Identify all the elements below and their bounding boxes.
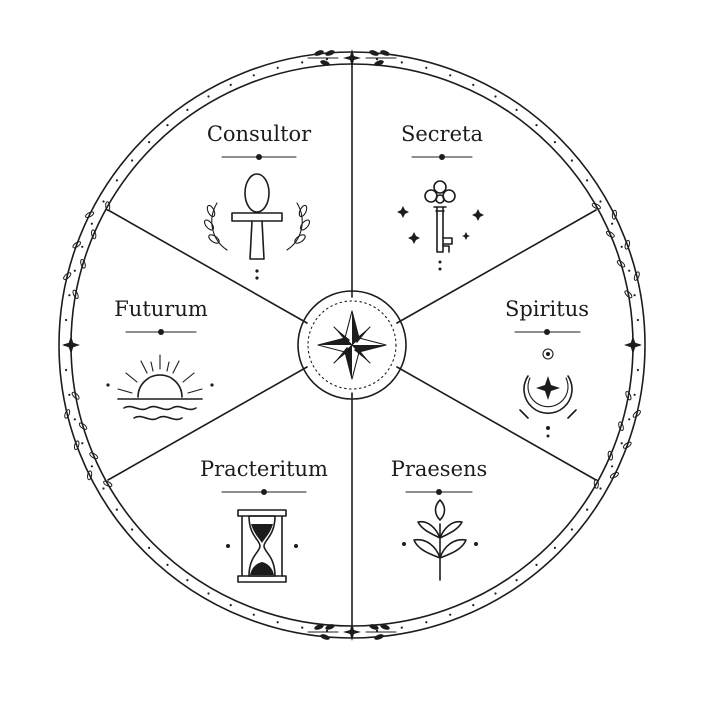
ring-dot bbox=[494, 95, 497, 98]
ring-dot bbox=[633, 393, 636, 396]
ring-dot bbox=[400, 626, 403, 629]
ring-dot bbox=[628, 418, 631, 421]
right-ornament bbox=[624, 336, 642, 354]
rim-vine bbox=[63, 201, 111, 299]
ring-dot bbox=[599, 200, 602, 203]
segment-label-secreta: Secreta bbox=[401, 122, 483, 146]
segment-dividers bbox=[107, 63, 597, 627]
ring-dot bbox=[570, 528, 574, 531]
ring-dot bbox=[586, 508, 589, 511]
ring-dot bbox=[535, 563, 538, 567]
segment-label-futurum: Futurum bbox=[114, 297, 208, 321]
left-ornament bbox=[62, 336, 80, 354]
ring-dot bbox=[102, 487, 105, 490]
label-underlines bbox=[125, 154, 581, 495]
ankh-icon bbox=[203, 173, 311, 280]
ring-dot bbox=[570, 159, 574, 162]
ring-dot bbox=[68, 294, 71, 297]
ring-dot bbox=[252, 613, 255, 616]
center-medallion bbox=[297, 290, 407, 400]
ring-dot bbox=[400, 61, 403, 64]
ring-dot bbox=[276, 621, 279, 624]
ring-dot bbox=[449, 74, 452, 77]
ring-dot bbox=[148, 546, 151, 550]
ring-dot bbox=[90, 465, 93, 468]
sunrise-icon bbox=[106, 354, 214, 421]
ring-dot bbox=[620, 245, 623, 248]
ring-dot bbox=[90, 222, 93, 225]
ring-dot bbox=[611, 465, 614, 468]
ring-dot bbox=[633, 294, 636, 297]
ring-dot bbox=[102, 200, 105, 203]
ring-dot bbox=[186, 579, 189, 582]
ring-dot bbox=[148, 141, 151, 144]
segment-label-spiritus: Spiritus bbox=[505, 297, 589, 321]
ring-dot bbox=[535, 124, 538, 127]
ring-dot bbox=[229, 83, 232, 86]
ring-dot bbox=[276, 66, 279, 69]
segment-label-consultor: Consultor bbox=[207, 122, 312, 146]
ring-dot bbox=[68, 393, 71, 396]
ring-dot bbox=[553, 546, 557, 550]
ring-dot bbox=[252, 74, 255, 77]
ring-dot bbox=[186, 108, 189, 111]
ring-dot bbox=[229, 604, 232, 607]
ring-dot bbox=[636, 318, 640, 322]
ring-dot bbox=[73, 269, 76, 272]
ring-dot bbox=[207, 95, 210, 98]
ring-dot bbox=[611, 222, 614, 225]
ring-dots bbox=[63, 56, 641, 634]
ring-dot bbox=[375, 58, 379, 61]
ring-dot bbox=[65, 318, 68, 322]
ring-dot bbox=[166, 124, 169, 127]
ring-dot bbox=[73, 418, 76, 421]
ring-dot bbox=[325, 58, 329, 61]
crescent-star-icon bbox=[519, 348, 577, 438]
ring-dot bbox=[81, 442, 84, 445]
ring-dot bbox=[81, 245, 84, 248]
ring-dot bbox=[207, 592, 210, 595]
ring-dot bbox=[636, 368, 640, 372]
ring-dot bbox=[425, 621, 428, 624]
compass-star-icon bbox=[317, 310, 387, 380]
rim-vine bbox=[593, 391, 641, 489]
key-icon bbox=[397, 180, 484, 271]
ring-dot bbox=[65, 368, 68, 372]
ring-dot bbox=[472, 604, 475, 607]
ring-dot bbox=[301, 61, 304, 64]
ring-dot bbox=[472, 83, 475, 86]
ring-dot bbox=[115, 179, 118, 182]
ring-dot bbox=[131, 159, 134, 162]
ring-dot bbox=[553, 141, 557, 144]
hourglass-icon bbox=[226, 509, 298, 583]
ring-dot bbox=[620, 442, 623, 445]
ring-dot bbox=[425, 66, 428, 69]
rim-vine bbox=[64, 391, 113, 487]
segment-label-praesens: Praesens bbox=[391, 457, 488, 481]
ring-dot bbox=[494, 592, 497, 595]
sprout-icon bbox=[402, 499, 478, 581]
ring-dot bbox=[301, 626, 304, 629]
ring-dot bbox=[449, 613, 452, 616]
ring-dot bbox=[515, 579, 518, 582]
ring-dot bbox=[115, 508, 118, 511]
ring-dot bbox=[586, 179, 589, 182]
ring-dot bbox=[166, 563, 169, 567]
ring-dot bbox=[131, 528, 134, 531]
ring-dot bbox=[628, 269, 631, 272]
segment-label-practeritum: Practeritum bbox=[200, 457, 328, 481]
ring-dot bbox=[599, 487, 602, 490]
ring-dot bbox=[515, 108, 518, 111]
rim-vine-ornaments bbox=[63, 201, 641, 489]
rim-vine bbox=[591, 203, 640, 299]
top-ornament bbox=[307, 49, 397, 67]
bottom-ornament bbox=[307, 623, 397, 641]
